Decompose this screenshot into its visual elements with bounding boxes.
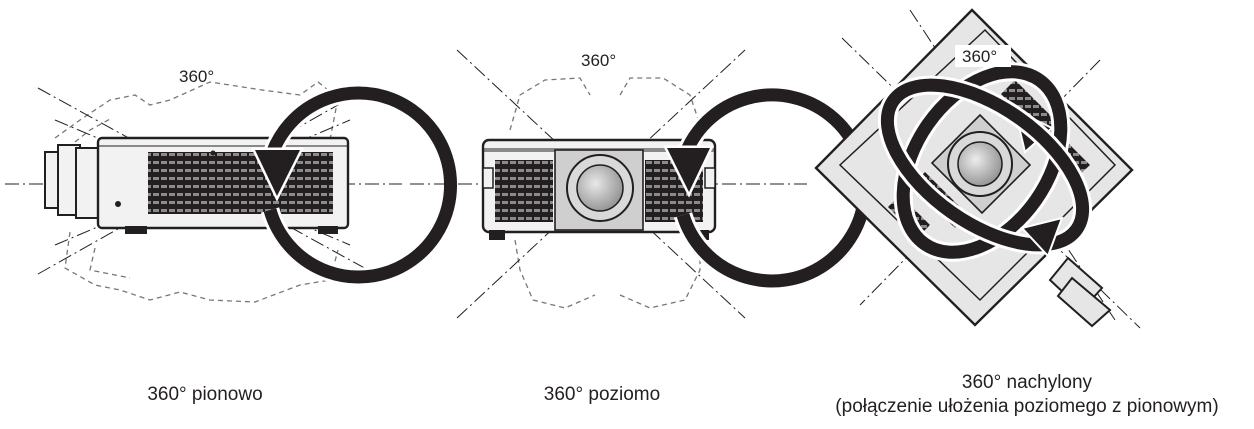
tilted-rotation-figure: 360° 360° nachylony (połączenie ułożenia… — [800, 0, 1254, 429]
tilted-rotation-illustration — [814, 8, 1141, 329]
caption-text: 360° poziomo — [543, 384, 661, 405]
figure-caption: 360° nachylony (połączenie ułożenia pozi… — [800, 371, 1254, 419]
figure-caption: 360° poziomo — [467, 383, 737, 407]
caption-text: 360° nachylony — [961, 372, 1093, 393]
vertical-rotation-illustration — [5, 81, 461, 303]
projector-side-view — [44, 136, 350, 234]
angle-label: 360° — [962, 47, 998, 66]
projector-front-view — [481, 138, 717, 240]
ghost-outline-bottom — [64, 231, 339, 303]
angle-label-backdrop — [955, 45, 1011, 67]
vertical-rotation-figure: 360° 360° pionowo — [0, 0, 461, 429]
horizontal-rotation-figure: 360° 360° poziomo — [405, 0, 875, 429]
figure-caption: 360° pionowo — [70, 383, 340, 407]
rotation-arrow-horizontal — [877, 75, 1093, 258]
caption-subtext: (połączenie ułożenia poziomego z pionowy… — [835, 396, 1219, 417]
caption-text: 360° pionowo — [147, 384, 263, 405]
horizontal-rotation-illustration — [410, 49, 875, 319]
angle-label: 360° — [581, 51, 617, 70]
rotation-arrow — [251, 83, 461, 287]
ghost-outline-top — [54, 81, 339, 201]
angle-label: 360° — [179, 67, 215, 86]
